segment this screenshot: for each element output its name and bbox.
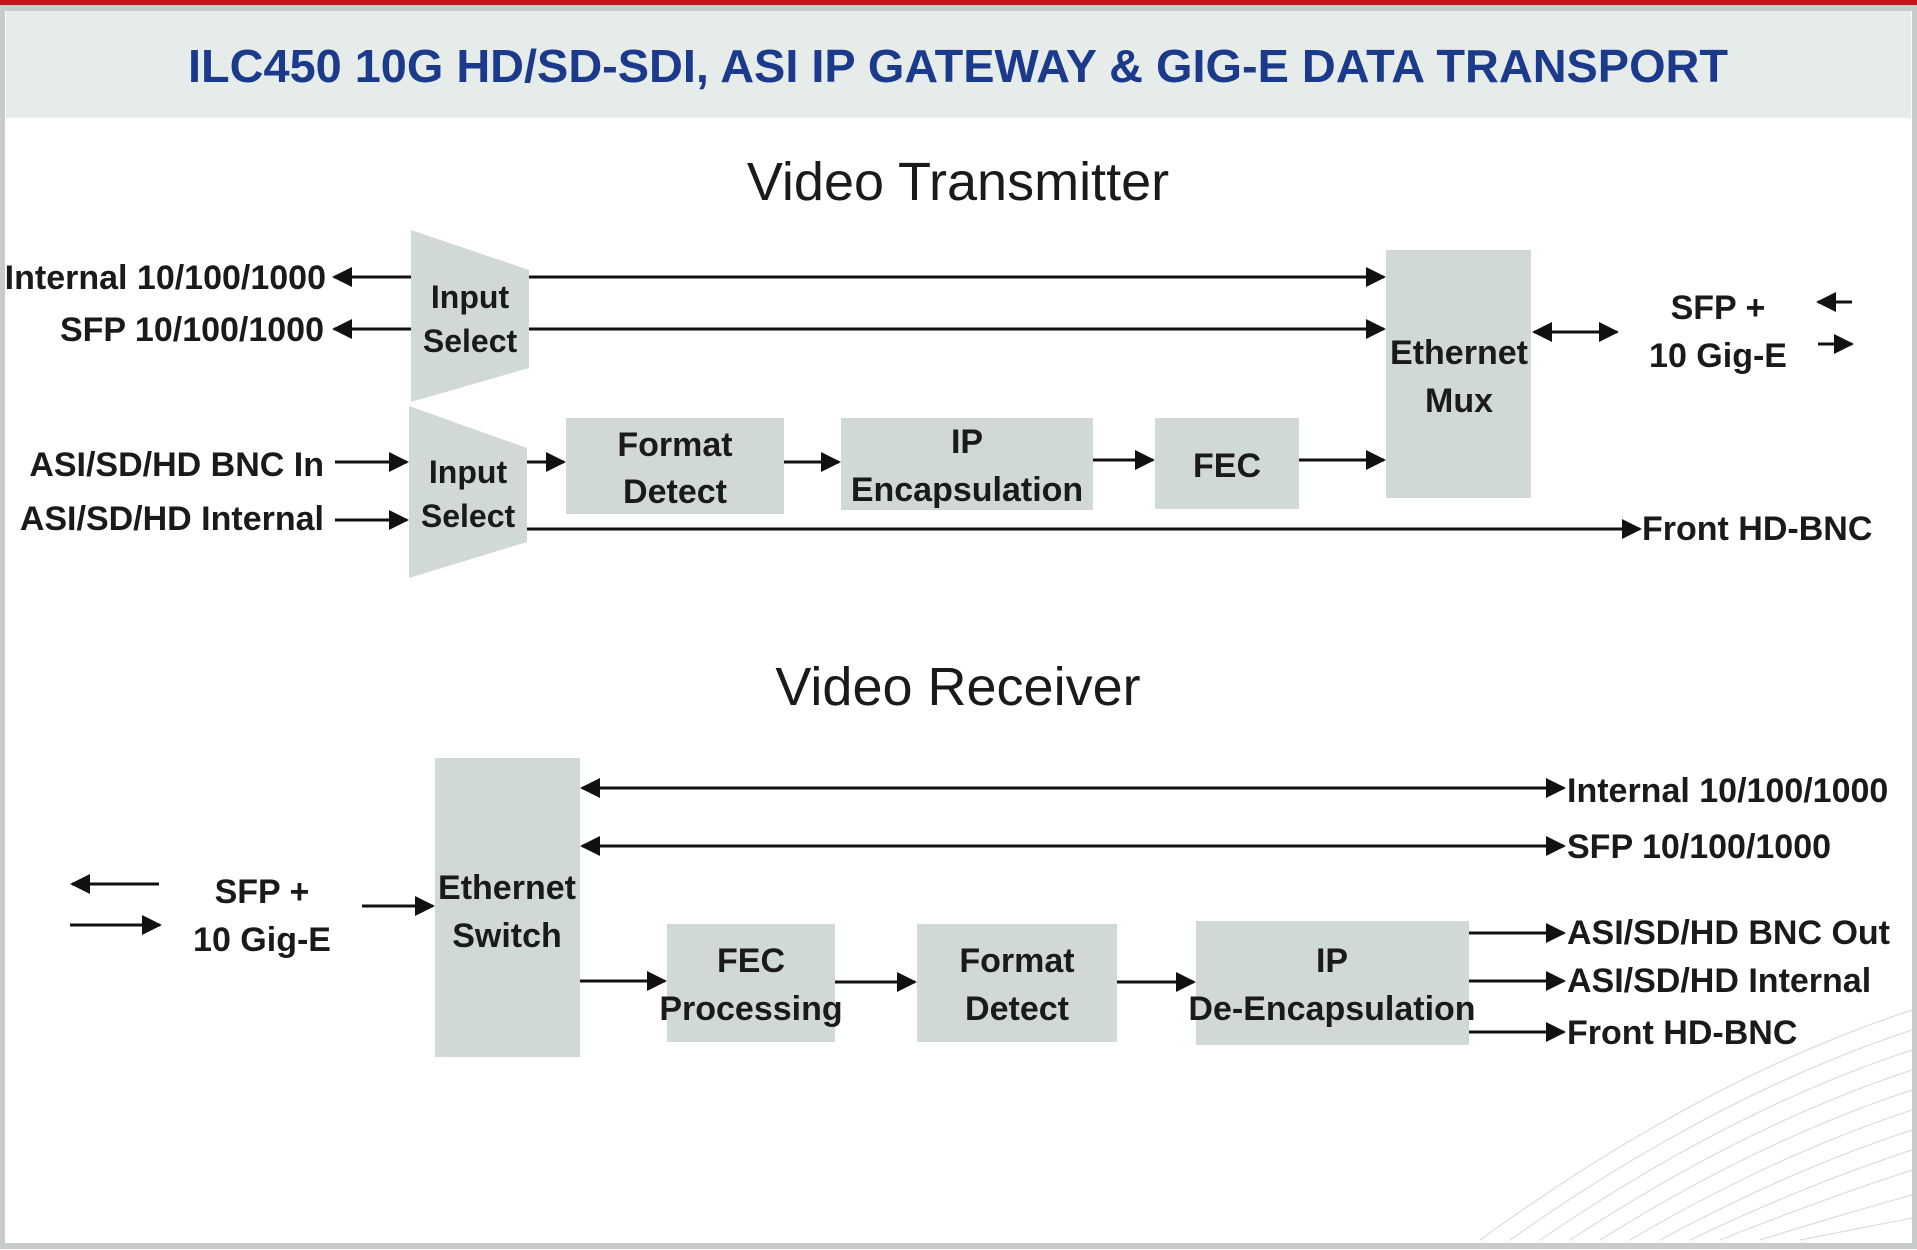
fec-processing-line2: Processing [659,990,842,1028]
input-select-bottom-block [409,406,527,578]
rx-label-bnc-out: ASI/SD/HD BNC Out [1567,914,1890,952]
receiver-heading: Video Receiver [775,657,1140,717]
ip-encapsulation-block [841,418,1093,510]
fec-processing-block [667,924,835,1042]
format-detect-tx-line2: Detect [623,473,727,511]
fec-tx-block [1155,418,1299,509]
tx-label-bnc-in: ASI/SD/HD BNC In [29,446,324,484]
rx-label-sfp: SFP 10/100/1000 [1567,828,1831,866]
ethernet-switch-line2: Switch [452,917,562,955]
format-detect-tx-line1: Format [617,426,732,464]
fec-processing-line1: FEC [717,942,785,980]
input-select-bottom-line2: Select [421,498,516,534]
rx-label-internal: Internal 10/100/1000 [1567,772,1888,810]
format-detect-rx-line1: Format [959,942,1074,980]
ethernet-mux-line1: Ethernet [1390,334,1528,372]
transmitter-heading: Video Transmitter [747,152,1169,212]
ethernet-mux-line2: Mux [1425,382,1493,420]
format-detect-rx-block [917,924,1117,1042]
ethernet-switch-block [435,758,580,1057]
top-accent-bar [0,0,1917,8]
ethernet-mux-block [1386,250,1531,498]
tx-label-sfp: SFP 10/100/1000 [60,311,324,349]
format-detect-tx-block [566,418,784,514]
diagram-title: ILC450 10G HD/SD-SDI, ASI IP GATEWAY & G… [188,40,1728,92]
ip-encapsulation-line1: IP [951,423,983,461]
outer-frame [0,5,1917,1249]
rx-label-internal-sdi: ASI/SD/HD Internal [1567,962,1871,1000]
tx-label-internal-sdi: ASI/SD/HD Internal [20,500,324,538]
ip-deencapsulation-block [1196,921,1469,1045]
input-select-bottom-line1: Input [429,454,508,490]
fec-tx-label: FEC [1193,447,1261,485]
rx-sfp-line1: SFP + [215,873,310,911]
tx-sfp-line1: SFP + [1671,289,1766,327]
rx-sfp-line2: 10 Gig-E [193,921,331,959]
ip-deencapsulation-line2: De-Encapsulation [1188,990,1475,1028]
decorative-wave-pattern [1479,1009,1913,1241]
ip-encapsulation-line2: Encapsulation [851,471,1083,509]
tx-front-hd-bnc-label: Front HD-BNC [1642,510,1872,548]
input-select-top-block [411,230,529,402]
input-select-top-line1: Input [431,279,510,315]
title-band [6,8,1911,118]
input-select-top-line2: Select [423,323,518,359]
rx-label-front-hd-bnc: Front HD-BNC [1567,1014,1797,1052]
tx-label-internal: Internal 10/100/1000 [5,259,326,297]
format-detect-rx-line2: Detect [965,990,1069,1028]
tx-sfp-line2: 10 Gig-E [1649,337,1787,375]
ethernet-switch-line1: Ethernet [438,869,576,907]
ip-deencapsulation-line1: IP [1316,942,1348,980]
